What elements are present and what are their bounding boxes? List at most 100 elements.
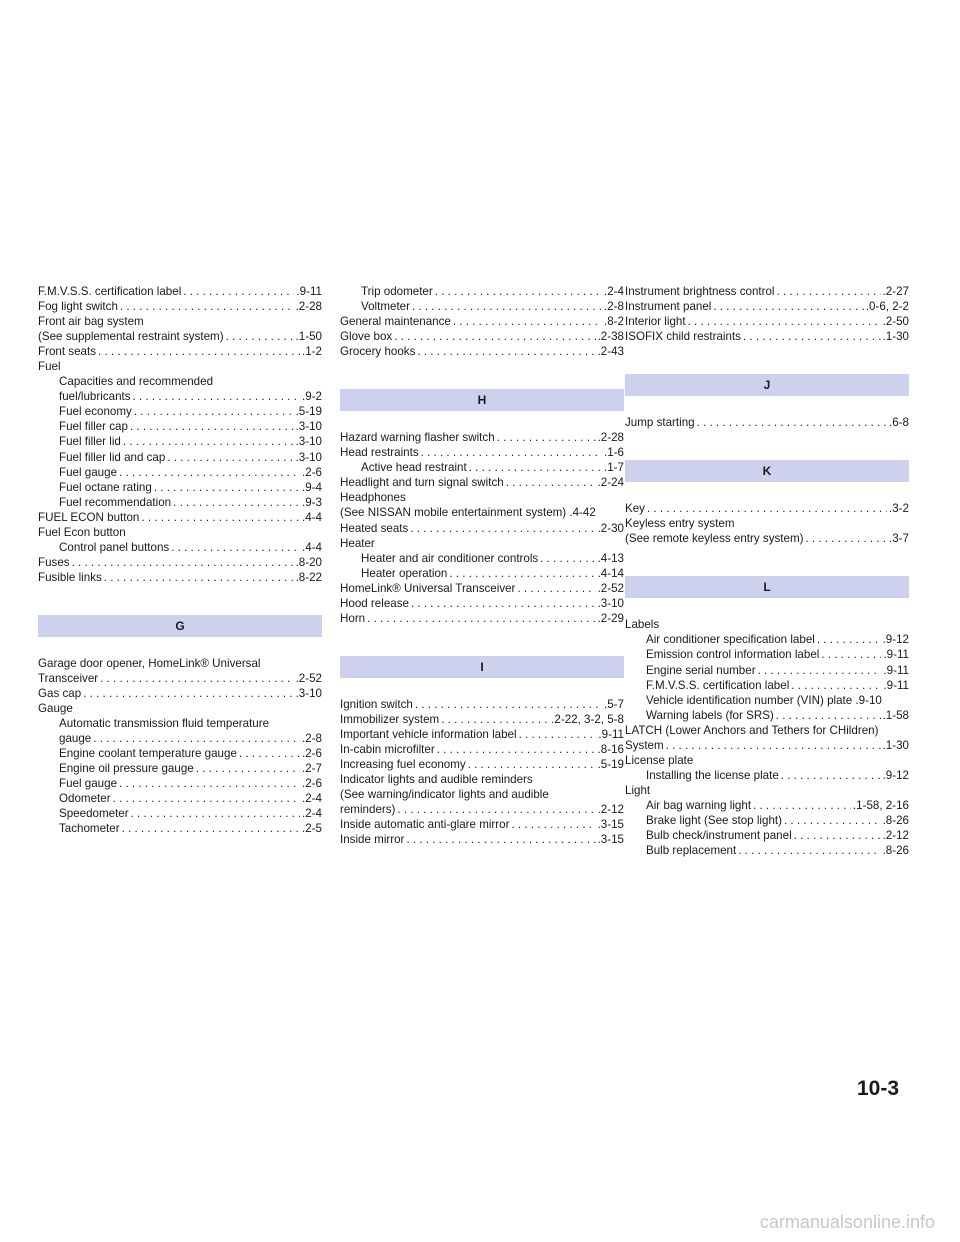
section-header-h: H xyxy=(340,389,624,412)
dot-leader xyxy=(775,284,881,299)
entry-label: Fuel filler cap xyxy=(59,420,128,434)
entry-label: Fuel filler lid and cap xyxy=(59,450,166,464)
dot-leader xyxy=(504,475,596,490)
entry-label: Important vehicle information label xyxy=(340,727,517,741)
dot-leader xyxy=(447,566,595,581)
entry-page-ref: .8-22 xyxy=(295,570,322,584)
index-entry: Fusible links.8-22 xyxy=(38,570,322,585)
entry-page-ref: .1-7 xyxy=(604,461,624,475)
entry-label: HomeLink® Universal Transceiver xyxy=(340,581,516,595)
entry-label: Gas cap xyxy=(38,687,82,701)
index-subentry: Bulb check/instrument panel.2-12 xyxy=(625,828,909,843)
dot-leader xyxy=(404,832,595,847)
index-entry: Instrument panel.0-6, 2-2 xyxy=(625,299,909,314)
index-subentry: Speedometer.2-4 xyxy=(38,806,322,821)
entry-page-ref: .2-52 xyxy=(597,581,624,595)
index-entry-text: Fuel xyxy=(38,360,61,374)
entry-label: Fuel economy xyxy=(59,405,132,419)
index-subentry: Fuel gauge.2-6 xyxy=(38,776,322,791)
dot-leader xyxy=(117,776,300,791)
entry-page-ref: .1-30 xyxy=(882,330,909,344)
dot-leader xyxy=(664,738,881,753)
dot-leader xyxy=(435,742,596,757)
dot-leader xyxy=(815,632,881,647)
dot-leader xyxy=(408,521,595,536)
entry-page-ref: .1-2 xyxy=(302,345,322,359)
dot-leader xyxy=(756,663,882,678)
entry-label: (See remote keyless entry system) xyxy=(625,532,804,546)
index-entry-text: Heater xyxy=(340,536,375,550)
entry-page-ref: .9-11 xyxy=(883,678,909,692)
dot-leader xyxy=(194,761,300,776)
index-entry-text: Gauge xyxy=(38,702,73,716)
dot-leader xyxy=(711,299,863,314)
index-entry-text: Fuel Econ button xyxy=(38,525,126,539)
index-entry-text: Front air bag system xyxy=(38,315,144,329)
index-entry: Glove box.2-38 xyxy=(340,329,624,344)
entry-label: Heater and air conditioner controls xyxy=(361,551,539,565)
entry-page-ref: .2-4 xyxy=(302,807,322,821)
dot-leader xyxy=(819,647,881,662)
entry-page-ref: .1-30 xyxy=(882,738,909,752)
entry-page-ref: .8-26 xyxy=(882,844,909,858)
index-entry: FUEL ECON button.4-4 xyxy=(38,510,322,525)
entry-page-ref: .2-22, 3-2, 5-8 xyxy=(551,712,624,726)
index-entry: Horn.2-29 xyxy=(340,611,624,626)
dot-leader xyxy=(120,821,300,836)
entry-label: Fuel recommendation xyxy=(59,495,172,509)
index-entry: Ignition switch.5-7 xyxy=(340,697,624,712)
entry-page-ref: .2-50 xyxy=(882,315,909,329)
entry-page-ref: .9-12 xyxy=(882,633,909,647)
entry-label: Transceiver xyxy=(38,671,99,685)
dot-leader xyxy=(96,344,300,359)
entry-label: Hazard warning flasher switch xyxy=(340,431,495,445)
index-entry: Gas cap.3-10 xyxy=(38,686,322,701)
entry-page-ref: .2-8 xyxy=(604,300,624,314)
entry-label: Heater operation xyxy=(361,566,448,580)
entry-label: In-cabin microfilter xyxy=(340,742,435,756)
entry-page-ref: .2-43 xyxy=(597,345,624,359)
index-column-3: Instrument brightness control.2-27Instru… xyxy=(625,284,909,858)
entry-page-ref: .9-11 xyxy=(598,727,624,741)
dot-leader xyxy=(98,671,293,686)
entry-page-ref: .1-6 xyxy=(604,446,624,460)
entry-label: Head restraints xyxy=(340,446,419,460)
entry-label: Bulb replacement xyxy=(646,844,737,858)
index-entry-text: Keyless entry system xyxy=(625,517,735,531)
index-entry: Inside automatic anti-glare mirror.3-15 xyxy=(340,817,624,832)
entry-page-ref: .9-11 xyxy=(296,285,322,298)
section-header-i: I xyxy=(340,655,624,678)
entry-label: Instrument panel xyxy=(625,300,712,314)
entry-page-ref: .6-8 xyxy=(889,416,909,430)
index-subentry: Brake light (See stop light).8-26 xyxy=(625,813,909,828)
index-subentry: Fuel gauge.2-6 xyxy=(38,465,322,480)
dot-leader xyxy=(117,465,300,480)
index-entry: Head restraints .1-6 xyxy=(340,445,624,460)
dot-leader xyxy=(365,611,595,626)
index-entry: (See supplemental restraint system).1-50 xyxy=(38,329,322,344)
index-subentry: F.M.V.S.S. certification label.9-11 xyxy=(625,678,909,693)
entry-label: Brake light (See stop light) xyxy=(646,813,782,827)
dot-leader xyxy=(102,570,294,585)
entry-page-ref: .9-11 xyxy=(883,663,909,677)
dot-leader xyxy=(751,798,851,813)
entry-page-ref: .1-58, 2-16 xyxy=(852,798,909,812)
entry-label: General maintenance xyxy=(340,315,451,329)
dot-leader xyxy=(803,531,887,546)
entry-page-ref: .2-6 xyxy=(302,465,322,479)
dot-leader xyxy=(415,344,595,359)
entry-label: Jump starting xyxy=(625,416,695,430)
dot-leader xyxy=(782,813,881,828)
entry-page-ref: .1-50 xyxy=(295,330,322,344)
dot-leader xyxy=(439,712,549,727)
dot-leader xyxy=(111,791,300,806)
index-subentry-text: Vehicle identification number (VIN) plat… xyxy=(646,693,882,707)
entry-label: ISOFIX child restraints xyxy=(625,330,741,344)
dot-leader xyxy=(91,731,300,746)
entry-label: Control panel buttons xyxy=(59,540,170,554)
index-subentry: Tachometer.2-5 xyxy=(38,821,322,836)
entry-label: Bulb check/instrument panel xyxy=(646,829,792,843)
index-entry-text: Headphones xyxy=(340,491,406,505)
entry-label: Fuel filler lid xyxy=(59,435,121,449)
entry-page-ref: .2-29 xyxy=(597,611,624,625)
